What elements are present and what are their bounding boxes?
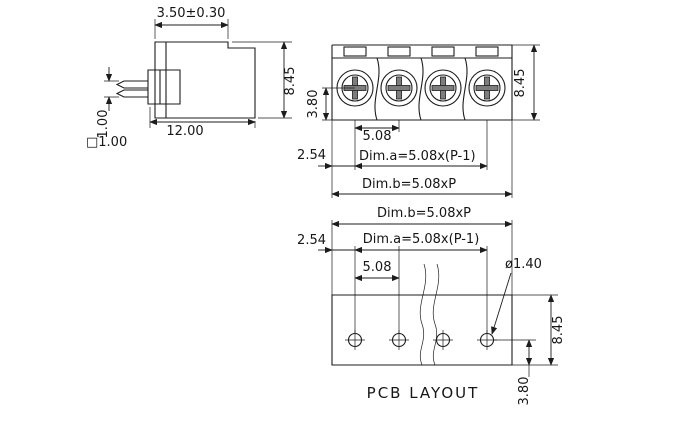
pcb-hole-center-marks [345, 330, 497, 350]
front-view: 3.80 5.08 2.54 Dim.a=5.08x(P-1) Dim.b=5.… [297, 44, 540, 198]
side-view-body-outline [154, 41, 256, 119]
screw-slot-horizontal [475, 85, 499, 91]
side-view-pin-block [147, 69, 181, 105]
front-view-extension-lines [322, 44, 540, 198]
dim-label-pin-square: □1.00 [86, 135, 127, 150]
screw-terminal-2 [380, 69, 418, 107]
dim-label-top-width: 3.50±0.30 [157, 6, 226, 21]
dim-label-b: Dim.b=5.08xP [362, 177, 456, 192]
dim-label-a: Dim.a=5.08x(P-1) [359, 149, 476, 164]
pcb-dim-label-height: 8.45 [551, 316, 566, 345]
front-view-pole-separators [374, 57, 468, 121]
pcb-holes [345, 330, 497, 350]
pcb-break-lines [419, 263, 440, 366]
side-view: 3.50±0.30 8.45 12.00 1.00 □1.00 [86, 6, 298, 150]
dim-label-pin-thickness: 1.00 [96, 110, 111, 139]
pcb-dim-label-center-to-bottom: 3.80 [517, 377, 532, 406]
screw-slot-horizontal [431, 85, 455, 91]
side-view-solder-pin [115, 80, 148, 98]
pcb-dim-label-b: Dim.b=5.08xP [377, 206, 471, 221]
pcb-dim-label-pitch: 5.08 [363, 260, 392, 275]
front-view-tab [431, 46, 455, 57]
pcb-layout-caption: PCB LAYOUT [367, 384, 480, 402]
pcb-layout-view: Dim.b=5.08xP Dim.a=5.08x(P-1) 2.54 5.08 … [297, 206, 566, 405]
dim-label-center-to-bottom: 3.80 [306, 90, 321, 119]
front-view-tab [475, 46, 499, 57]
dim-label-pitch: 5.08 [363, 129, 392, 144]
pcb-hole-diameter-label: ø1.40 [505, 257, 542, 272]
pcb-dim-label-a: Dim.a=5.08x(P-1) [363, 232, 480, 247]
front-view-tab [387, 46, 411, 57]
screw-slot-horizontal [387, 85, 411, 91]
screw-terminal-4 [468, 69, 506, 107]
dim-label-edge-to-center: 2.54 [297, 148, 326, 163]
pcb-hole-leader-line [491, 272, 512, 335]
front-view-tab [343, 46, 367, 57]
side-view-extension-lines [104, 19, 292, 128]
dim-label-side-width: 12.00 [166, 124, 203, 139]
pcb-extension-lines [331, 220, 558, 377]
pcb-dim-label-edge-to-center: 2.54 [297, 233, 326, 248]
pcb-outline [331, 294, 513, 366]
dim-label-side-height: 8.45 [283, 67, 298, 96]
front-view-body-outline [331, 44, 513, 121]
dim-label-front-height: 8.45 [513, 69, 528, 98]
screw-terminal-3 [424, 69, 462, 107]
